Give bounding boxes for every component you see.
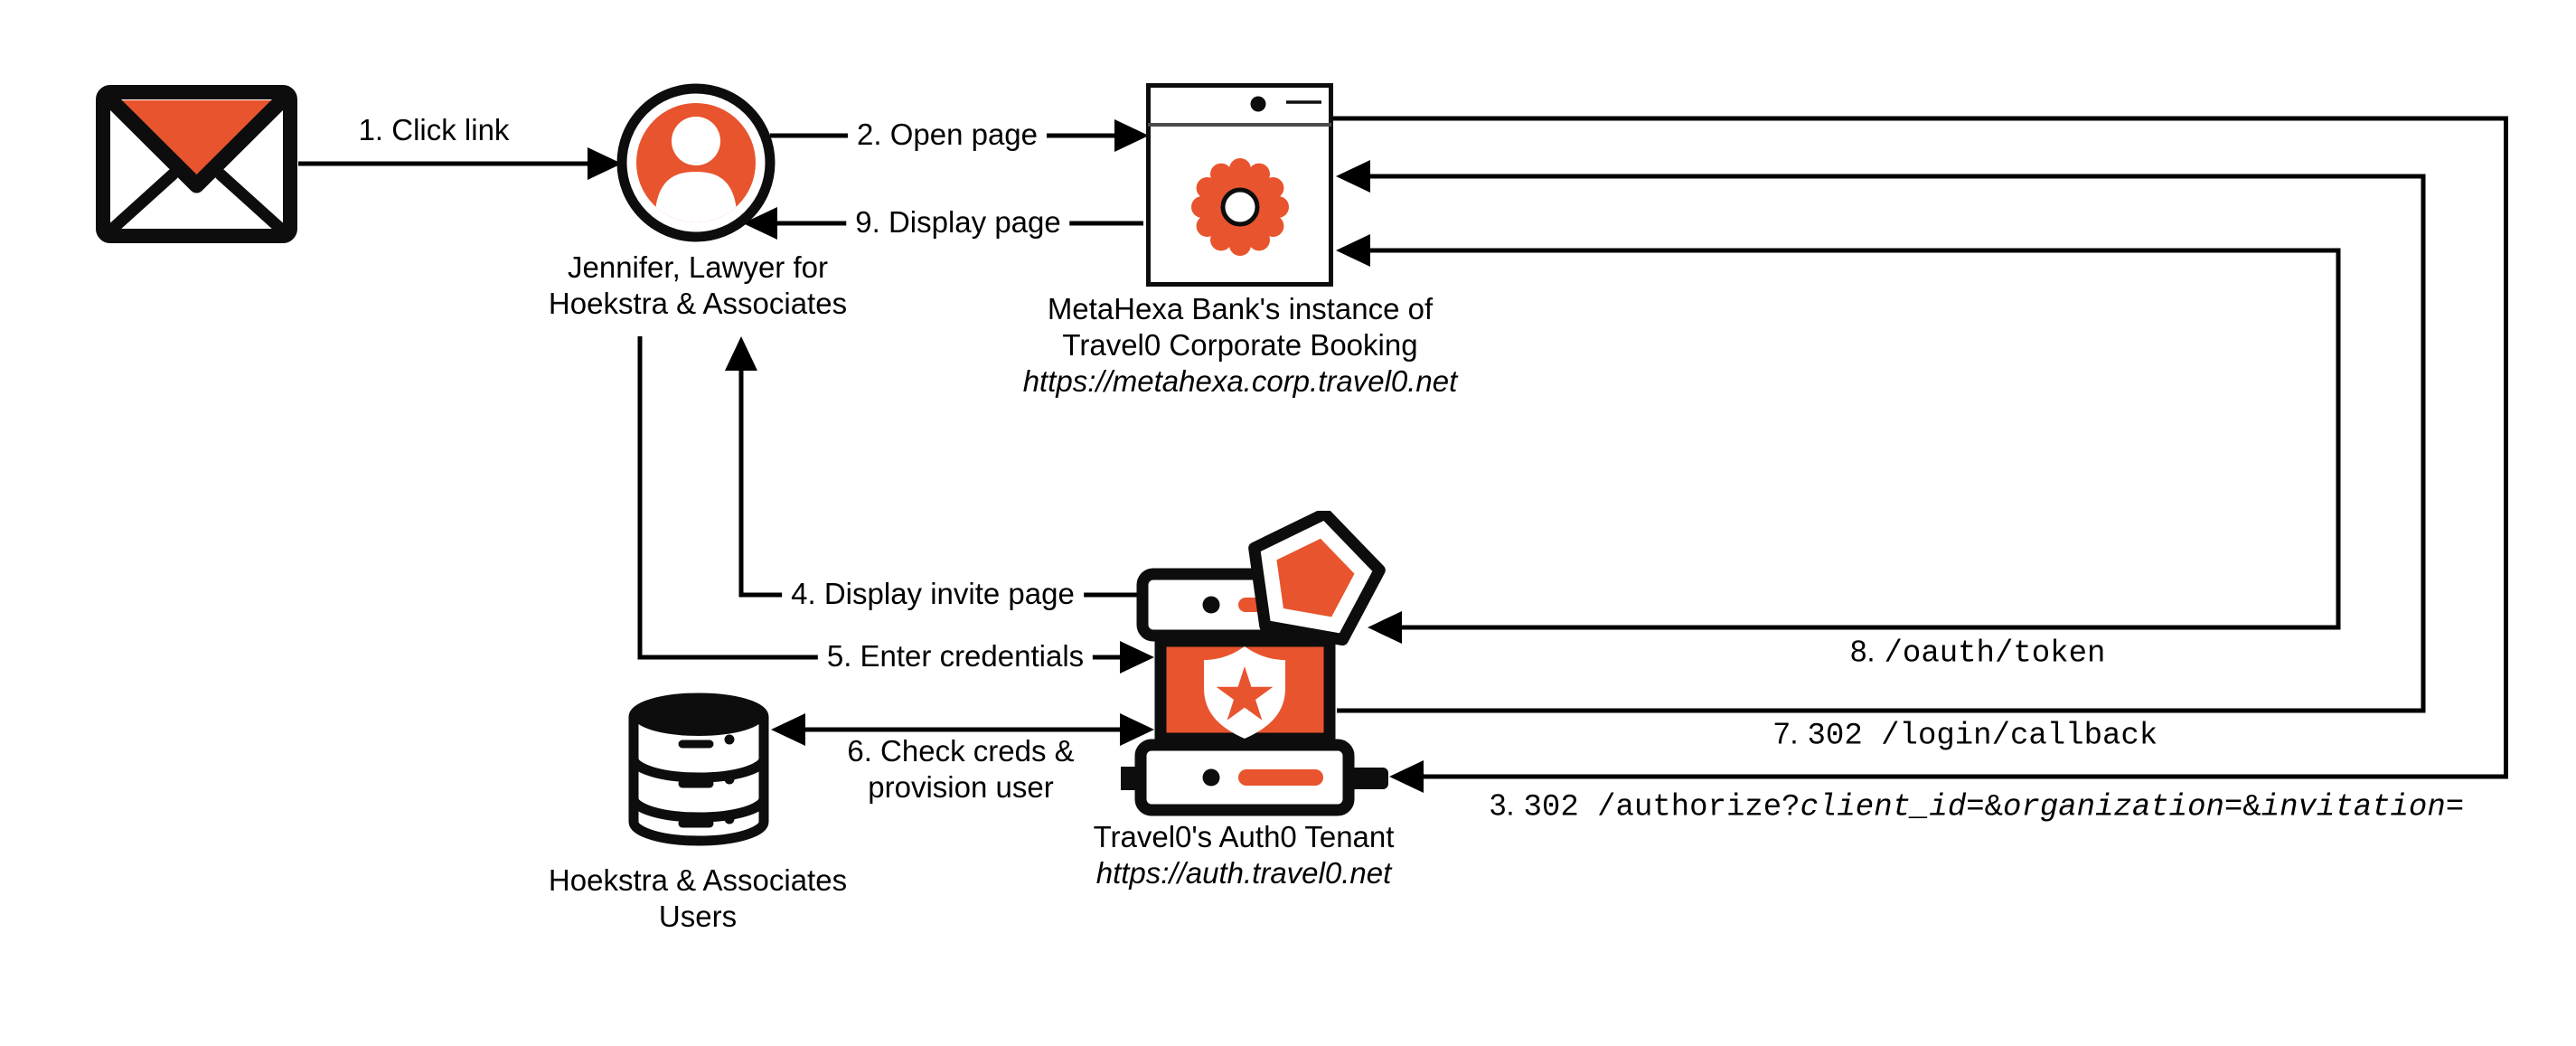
user-avatar-icon [616,83,776,242]
server-right-stub [1345,768,1388,789]
edge-2-arrowhead [1114,119,1149,152]
edge-8-label: 8./oauth/token [1850,634,2105,673]
edge-7-line [1337,174,2426,713]
app-label-line2: Travel0 Corporate Booking [1062,328,1418,362]
user-label-line2: Hoekstra & Associates [548,287,848,320]
edge-3-sep2: =& [2223,790,2261,825]
user-label-line1: Jennifer, Lawyer for [568,250,828,284]
edge-9-label: 9. Display page [846,204,1070,240]
edge-3-label: 3.302 /authorize?client_id=&organization… [1490,787,2464,826]
database-icon [628,693,769,846]
edge-1-arrowhead [588,147,622,180]
edge-8-number: 8. [1850,634,1876,668]
edge-3-line [1333,116,2508,779]
edge-4-label: 4. Display invite page [782,576,1084,612]
edge-8-path: /oauth/token [1884,636,2106,672]
app-label-line1: MetaHexa Bank's instance of [1047,292,1434,325]
auth0-server-icon [1121,511,1388,816]
server-bottom-led [1202,768,1220,787]
edge-7-label: 7.302 /login/callback [1773,716,2158,755]
auth0-label-line1: Travel0's Auth0 Tenant [1093,820,1395,853]
edge-4-arrowhead [725,336,757,371]
edge-6-label-line2: provision user [868,770,1054,804]
edge-3-sep1: =& [1966,790,2004,825]
edge-8-line [1368,248,2341,630]
browser-gear-icon [1146,83,1333,287]
avatar-body [654,172,738,222]
user-label: Jennifer, Lawyer for Hoekstra & Associat… [549,250,847,322]
edge-5-arrowhead [1120,641,1154,674]
auth0-label: Travel0's Auth0 Tenant https://auth.trav… [1094,819,1395,891]
edge-9-arrowhead [743,207,777,240]
server-bottom-bar [1121,739,1388,816]
edge-7-path: 302 /login/callback [1807,719,2158,754]
edge-7-arrowhead [1336,160,1370,193]
pentagon-icon [1248,511,1386,646]
edge-8-arrowhead-browser [1336,234,1370,267]
server-top-led [1202,596,1220,614]
edge-1-label: 1. Click link [358,113,510,146]
server-bottom-slot [1238,769,1323,786]
edge-3-param-invitation: invitation [2261,790,2446,825]
envelope-icon [96,85,297,243]
auth0-shield-unit [1154,635,1336,745]
edge-6-label-line1: 6. Check creds & [847,734,1075,768]
edge-7-number: 7. [1773,716,1799,750]
app-url: https://metahexa.corp.travel0.net [1022,364,1458,398]
auth0-url: https://auth.travel0.net [1095,856,1392,890]
auth0-star [1216,666,1274,721]
database-label: Hoekstra & Associates Users [549,862,847,935]
database-label-line2: Users [658,900,738,933]
edge-4-line [738,369,1141,598]
edge-2-label: 2. Open page [848,117,1047,153]
edge-3-param-client-id: client_id [1800,790,1967,825]
database-label-line1: Hoekstra & Associates [548,863,848,897]
edge-5-label: 5. Enter credentials [817,638,1094,674]
app-label: MetaHexa Bank's instance of Travel0 Corp… [1023,291,1458,400]
edge-6-arrowhead-right [1120,713,1154,746]
browser-dot [1250,96,1266,112]
edge-6-arrowhead-left [771,713,805,746]
edge-3-arrowhead [1389,760,1424,793]
edge-3-sep3: = [2445,790,2465,825]
edge-3-path: 302 /authorize? [1523,790,1800,825]
edge-3-param-organization: organization [2003,790,2224,825]
edge-6-label: 6. Check creds & provision user [847,733,1074,806]
avatar-head [672,117,720,165]
edge-3-number: 3. [1490,787,1515,822]
gear-icon [1191,158,1289,256]
edge-8-arrowhead-auth0 [1368,611,1402,644]
